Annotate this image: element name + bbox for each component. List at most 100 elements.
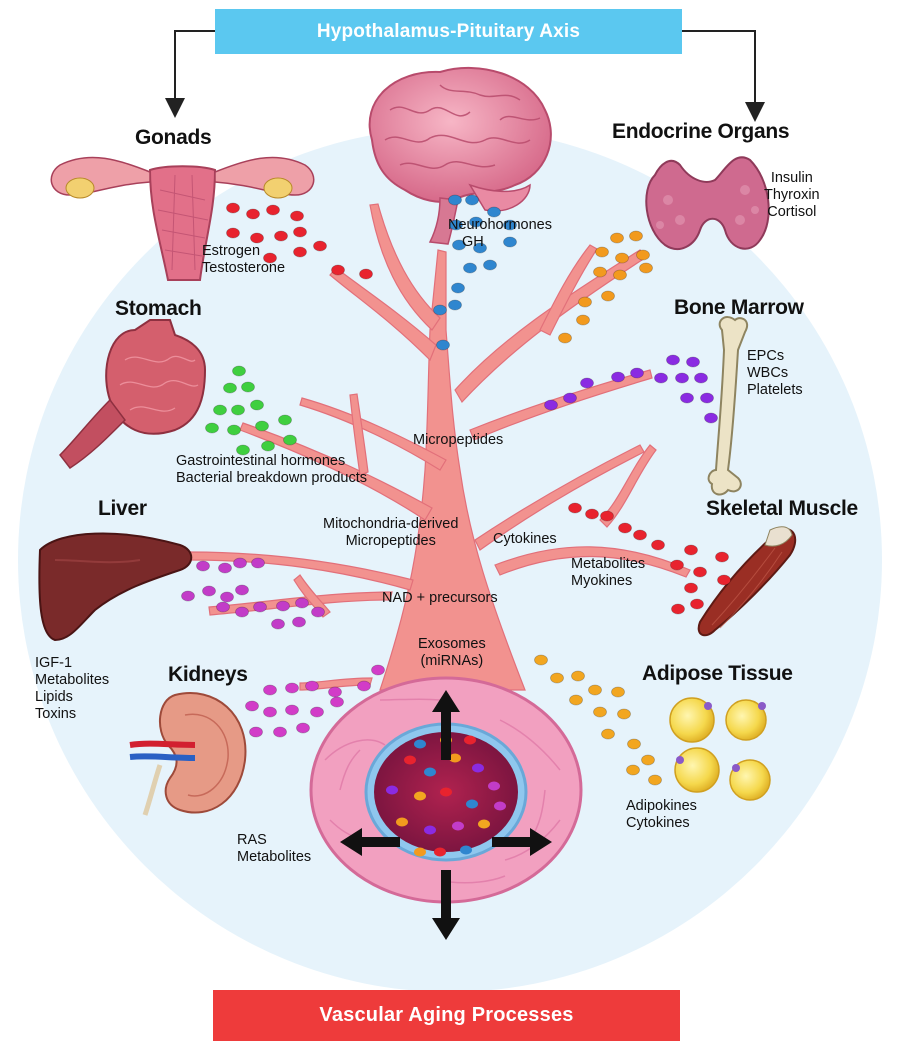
hypothalamus-pituitary-axis-banner: Hypothalamus-Pituitary Axis [215,9,682,54]
lumen-cell [464,735,476,745]
signal-dot [611,686,625,698]
label-myokines: Myokines [571,573,633,589]
signal-dot [235,584,249,596]
signal-dot [503,219,517,231]
signal-dot [250,232,264,244]
signal-dot [249,726,263,738]
signal-dot [693,566,707,578]
signal-dot [503,236,517,248]
signal-dot [196,560,210,572]
endocrine-signal-labels: Insulin Thyroxin Cortisol [764,170,820,221]
signal-dot [293,226,307,238]
signal-dot [263,252,277,264]
bone-marrow-signal-labels: EPCs WBCs Platelets [747,348,803,399]
signal-dot [295,597,309,609]
signal-dot [448,299,462,311]
signal-dot [285,682,299,694]
label-igf-1: IGF-1 [35,655,73,671]
micropeptides-label: Micropeptides [413,432,504,448]
signal-dot [651,539,665,551]
uterus-illustration [50,156,315,281]
signal-dot [563,392,577,404]
lumen-cell [414,847,426,857]
signal-dot [202,585,216,597]
signal-dot [205,422,219,434]
signal-dot [600,510,614,522]
label-metabolites: Metabolites [571,556,646,572]
signal-dot [263,684,277,696]
signal-dot [654,372,668,384]
lumen-cell [396,817,408,827]
signal-dot [449,219,463,231]
signal-dot [671,603,685,615]
signal-dot [595,246,609,258]
lumen-cell [386,785,398,795]
skeletal-muscle-title: Skeletal Muscle [706,497,858,520]
thyroid-illustration [645,156,770,250]
muscle-illustration [697,526,797,637]
signal-dot [686,356,700,368]
signal-dot [223,382,237,394]
signal-dot [296,722,310,734]
label-thyroxin: Thyroxin [764,187,820,203]
signal-dot [618,522,632,534]
bone-marrow-title: Bone Marrow [674,296,804,319]
signal-dot [593,706,607,718]
signal-dot [684,582,698,594]
signal-dot [311,606,325,618]
label-cytokines: Cytokines [626,815,690,831]
signal-dot [220,591,234,603]
signal-dot [263,706,277,718]
label-adipokines: Adipokines [626,798,697,814]
signal-dot [232,365,246,377]
stomach-signal-labels: Gastrointestinal hormones Bacterial brea… [176,453,367,487]
liver-illustration [38,532,193,642]
signal-dot [626,764,640,776]
signal-dot [580,377,594,389]
signal-dot [226,227,240,239]
lumen-cell [478,819,490,829]
signal-dot [241,381,255,393]
label-bacterial-breakdown-products: Bacterial breakdown products [176,470,368,486]
signal-dot [700,392,714,404]
signal-dot [666,354,680,366]
signal-dot [271,618,285,630]
label-wbcs: WBCs [747,365,789,381]
lumen-cell [460,845,472,855]
signal-dot [253,601,267,613]
vascular-aging-processes-banner: Vascular Aging Processes [213,990,680,1041]
signal-dot [310,706,324,718]
signal-dot [452,239,466,251]
signal-dot [648,774,662,786]
lumen-cell [488,781,500,791]
signal-dot [278,414,292,426]
liver-title: Liver [98,497,147,520]
signal-dot [235,606,249,618]
signal-dot [611,371,625,383]
gonads-title: Gonads [135,126,212,149]
signal-dot [610,232,624,244]
signal-dot [615,252,629,264]
signal-dot [451,282,465,294]
signal-dot [245,700,259,712]
signal-dot [255,420,269,432]
signal-dot [469,216,483,228]
signal-dot [293,246,307,258]
label-toxins: Toxins [35,706,77,722]
mito-line-2: Micropeptides [345,533,436,549]
axis-connector-arrows [165,30,765,122]
signal-dot [675,372,689,384]
lumen-cell [414,791,426,801]
bone-illustration [707,316,749,496]
signal-dot [558,332,572,344]
signal-dot [357,680,371,692]
signal-dot [576,314,590,326]
signal-dot [636,249,650,261]
muscle-signal-labels: Metabolites Myokines [571,556,645,590]
lumen-cell [434,847,446,857]
signal-dot [473,242,487,254]
nad-precursors-label: NAD + precursors [382,590,498,606]
signal-dot [181,590,195,602]
label-epcs: EPCs [747,348,785,364]
